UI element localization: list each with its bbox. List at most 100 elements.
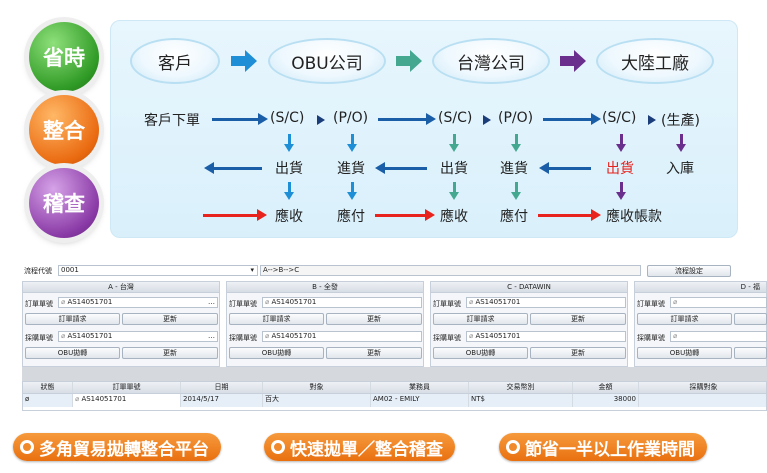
row-edit-icon: ø bbox=[23, 394, 73, 407]
order-update-button[interactable] bbox=[734, 313, 767, 325]
circle-audit: 稽查 bbox=[29, 168, 99, 238]
flow-payable-2: 應付 bbox=[500, 209, 528, 225]
entity-obu: OBU公司 bbox=[268, 38, 386, 84]
feature-badge-platform: 多角貿易拋轉整合平台 bbox=[13, 433, 221, 461]
flow-arrow bbox=[538, 209, 601, 221]
purchase-update-button[interactable]: 更新 bbox=[530, 347, 626, 359]
panel-title: A - 台灣 bbox=[23, 282, 219, 293]
grid-cell-amount[interactable]: 38000 bbox=[573, 394, 639, 407]
more-icon[interactable]: … bbox=[208, 332, 215, 340]
flow-step-production: (生產) bbox=[661, 113, 700, 129]
flow-arrow bbox=[539, 162, 591, 174]
grid-cell-date[interactable]: 2014/5/17 bbox=[181, 394, 263, 407]
purchase-update-button[interactable] bbox=[734, 347, 767, 359]
order-no-label: 訂單單號 bbox=[229, 300, 257, 308]
flow-receive-2: 進貨 bbox=[500, 161, 528, 177]
order-request-button[interactable]: 訂單請求 bbox=[433, 313, 528, 325]
order-request-button[interactable]: 訂單請求 bbox=[229, 313, 324, 325]
arrow-right-icon bbox=[231, 50, 257, 72]
flow-code-value: 0001 bbox=[61, 266, 79, 274]
order-no-field[interactable]: ⌀ AS14051701 bbox=[262, 297, 422, 308]
order-update-button[interactable]: 更新 bbox=[326, 313, 422, 325]
down-arrow-icon bbox=[616, 134, 626, 152]
order-no-field[interactable]: ⌀ AS14051701… bbox=[58, 297, 218, 308]
down-arrow-icon bbox=[449, 182, 459, 200]
flow-arrow bbox=[378, 113, 436, 125]
flow-arrow bbox=[212, 113, 268, 125]
column-header[interactable]: 採購對象 bbox=[689, 383, 718, 391]
flow-arrow bbox=[203, 209, 267, 221]
grid-cell-currency[interactable]: NT$ bbox=[469, 394, 573, 407]
order-no-field[interactable]: ⌀ AS14051701 bbox=[466, 297, 626, 308]
flow-arrow bbox=[375, 209, 435, 221]
flow-receivable-1: 應收 bbox=[275, 209, 303, 225]
link-icon: ⌀ bbox=[469, 298, 476, 306]
column-header[interactable]: 業務員 bbox=[371, 382, 469, 393]
down-arrow-icon bbox=[511, 134, 521, 152]
flow-code-select[interactable]: 0001 ▾ bbox=[58, 265, 258, 276]
order-request-button[interactable]: 訂單請求 bbox=[25, 313, 120, 325]
purchase-update-button[interactable]: 更新 bbox=[326, 347, 422, 359]
panel-title: B - 全發 bbox=[227, 282, 423, 293]
order-no-label: 訂單單號 bbox=[25, 300, 53, 308]
bullet-icon bbox=[506, 440, 520, 454]
flow-setting-button[interactable]: 流程設定 bbox=[647, 265, 731, 277]
order-update-button[interactable]: 更新 bbox=[530, 313, 626, 325]
down-arrow-icon bbox=[676, 134, 686, 152]
link-icon: ⌀ bbox=[673, 298, 678, 306]
purchase-no-label: 採購單號 bbox=[433, 334, 461, 342]
entity-china-factory: 大陸工廠 bbox=[596, 38, 714, 84]
erp-window: 流程代號 0001 ▾ A-->B-->C 流程設定 A - 台灣 B - 全發… bbox=[22, 263, 767, 413]
purchase-no-field[interactable]: ⌀ AS14051701… bbox=[58, 331, 218, 342]
flow-step-sc-2: (S/C) bbox=[438, 110, 473, 126]
flow-ship-1: 出貨 bbox=[275, 161, 303, 177]
obu-transfer-button[interactable]: OBU拋轉 bbox=[637, 347, 732, 359]
flow-arrow bbox=[543, 113, 601, 125]
purchase-no-field[interactable]: ⌀ AS14051701 bbox=[262, 331, 422, 342]
purchase-no-field[interactable]: ⌀ AS14051701 bbox=[466, 331, 626, 342]
column-header[interactable]: 日期 bbox=[181, 382, 263, 393]
grid-cell-purchase-party[interactable] bbox=[639, 394, 767, 407]
purchase-update-button[interactable]: 更新 bbox=[122, 347, 218, 359]
purchase-no-field[interactable]: ⌀ bbox=[670, 331, 767, 342]
column-header[interactable]: 金額 bbox=[573, 382, 639, 393]
bullet-icon bbox=[271, 440, 285, 454]
order-no-field[interactable]: ⌀ bbox=[670, 297, 767, 308]
down-arrow-icon bbox=[347, 134, 357, 152]
triangle-icon bbox=[317, 115, 325, 125]
order-request-button[interactable]: 訂單請求 bbox=[637, 313, 732, 325]
grid-cell-order-no[interactable]: ⌀ AS14051701 bbox=[73, 394, 181, 407]
column-header[interactable]: 交易幣別 bbox=[469, 382, 573, 393]
flow-step-sc-1: (S/C) bbox=[270, 110, 305, 126]
obu-transfer-button[interactable]: OBU拋轉 bbox=[433, 347, 528, 359]
column-header[interactable]: 狀態 bbox=[23, 382, 73, 393]
obu-transfer-button[interactable]: OBU拋轉 bbox=[25, 347, 120, 359]
arrow-right-icon bbox=[560, 50, 586, 72]
panel-title: C - DATAWIN bbox=[431, 282, 627, 293]
more-icon[interactable]: … bbox=[208, 298, 215, 306]
table-row[interactable]: ø ⌀ AS14051701 2014/5/17 百大 AM02 - EMILY… bbox=[23, 394, 766, 407]
link-icon: ⌀ bbox=[469, 332, 476, 340]
flow-ship-3: 出貨 bbox=[606, 161, 634, 177]
column-header[interactable]: 訂單單號 bbox=[73, 382, 181, 393]
obu-transfer-button[interactable]: OBU拋轉 bbox=[229, 347, 324, 359]
flow-ship-2: 出貨 bbox=[440, 161, 468, 177]
down-arrow-icon bbox=[616, 182, 626, 200]
circle-save-time: 省時 bbox=[29, 22, 99, 92]
flow-code-label: 流程代號 bbox=[24, 267, 52, 275]
grid-cell-salesperson[interactable]: AM02 - EMILY bbox=[371, 394, 469, 407]
order-grid: 狀態 訂單單號 日期 對象 業務員 交易幣別 金額 採購對象 ø ⌀ AS140… bbox=[22, 381, 767, 411]
grid-cell-party[interactable]: 百大 bbox=[263, 394, 371, 407]
entity-taiwan: 台灣公司 bbox=[432, 38, 550, 84]
entity-customer: 客戶 bbox=[130, 38, 220, 84]
order-update-button[interactable]: 更新 bbox=[122, 313, 218, 325]
flow-path-field: A-->B-->C bbox=[260, 265, 641, 276]
flow-stock-in: 入庫 bbox=[666, 161, 694, 177]
badge-text: 快速拋單／整合稽查 bbox=[290, 439, 443, 460]
flow-step-sc-3: (S/C) bbox=[602, 110, 637, 126]
down-arrow-icon bbox=[284, 182, 294, 200]
flow-accounts-receivable: 應收帳款 bbox=[606, 209, 662, 225]
grid-header: 狀態 訂單單號 日期 對象 業務員 交易幣別 金額 採購對象 bbox=[23, 382, 766, 394]
column-header[interactable]: 對象 bbox=[263, 382, 371, 393]
chevron-down-icon: ▾ bbox=[250, 266, 254, 274]
